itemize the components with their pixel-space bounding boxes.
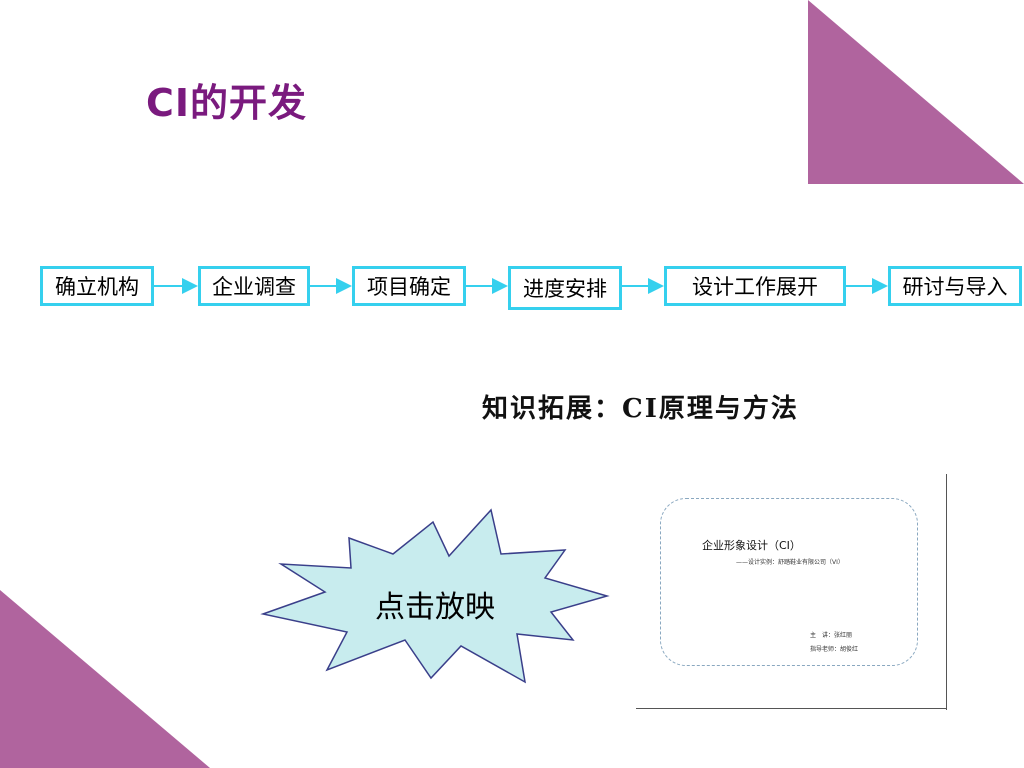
flow-step-review: 研讨与导入 <box>888 266 1022 306</box>
thumbnail-frame[interactable] <box>660 498 918 666</box>
flow-step-schedule: 进度安排 <box>508 266 622 310</box>
thumbnail-subtitle: ——设计实例：舒踏鞋业有限公司（VI） <box>736 559 844 566</box>
flow-step-establish: 确立机构 <box>40 266 154 306</box>
corner-triangle-bottom-left <box>0 590 210 768</box>
slide-title: CI的开发 <box>146 81 308 125</box>
thumbnail-border-bottom <box>636 708 947 709</box>
corner-triangle-top-right <box>808 0 1024 184</box>
play-burst-shape[interactable] <box>255 508 615 688</box>
thumbnail-border-right <box>946 474 947 710</box>
extension-subtitle: 知识拓展：CI原理与方法 <box>482 394 799 424</box>
flow-step-survey: 企业调查 <box>198 266 310 306</box>
thumbnail-speaker: 主 讲：张红丽 <box>810 632 853 639</box>
flow-step-project: 项目确定 <box>352 266 466 306</box>
thumbnail-title: 企业形象设计（CI） <box>702 539 801 552</box>
flow-arrows <box>154 278 888 294</box>
flow-step-design: 设计工作展开 <box>664 266 846 306</box>
play-burst-label[interactable]: 点击放映 <box>375 590 495 625</box>
thumbnail-advisor: 指导老师：胡俊红 <box>810 646 859 653</box>
